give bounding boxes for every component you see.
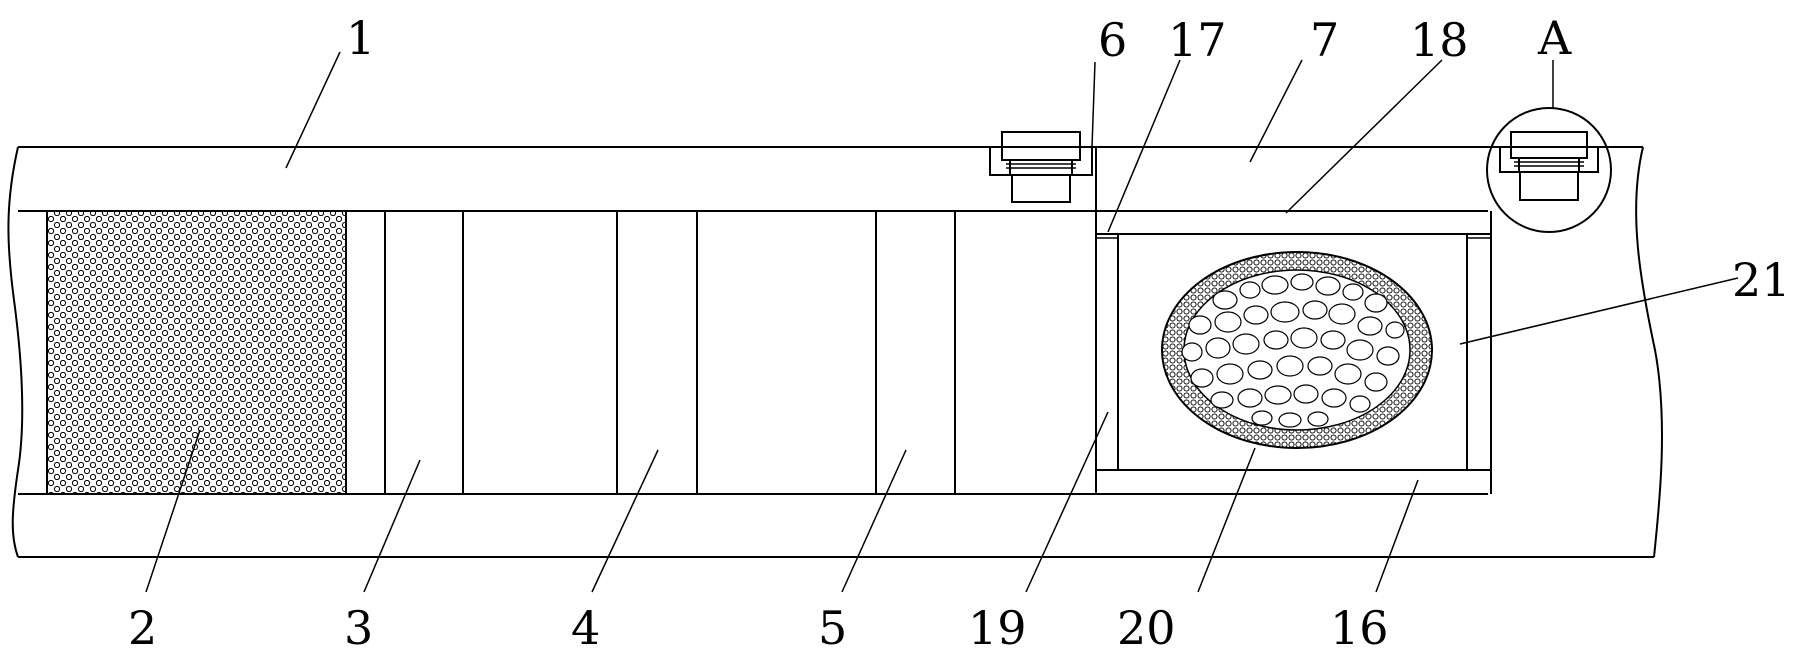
partition-plates bbox=[384, 211, 956, 494]
porous-block bbox=[46, 210, 347, 495]
label-4: 4 bbox=[571, 601, 600, 655]
label-7: 7 bbox=[1310, 13, 1339, 67]
label-a: A bbox=[1537, 11, 1572, 65]
label-17: 17 bbox=[1168, 13, 1227, 67]
label-5: 5 bbox=[818, 601, 847, 655]
left-clamp bbox=[989, 131, 1093, 203]
label-1: 1 bbox=[346, 11, 375, 65]
label-20: 20 bbox=[1117, 601, 1176, 655]
right-clamp bbox=[1499, 131, 1599, 201]
filter-frame bbox=[1096, 211, 1492, 494]
label-19: 19 bbox=[968, 601, 1027, 655]
label-2: 2 bbox=[128, 601, 157, 655]
leader-lines bbox=[145, 51, 1739, 593]
label-21: 21 bbox=[1732, 253, 1791, 307]
label-18: 18 bbox=[1410, 13, 1469, 67]
label-3: 3 bbox=[344, 601, 373, 655]
detail-circle-a bbox=[1486, 107, 1612, 233]
label-6: 6 bbox=[1098, 13, 1127, 67]
mesh-filter-ball bbox=[1161, 251, 1433, 449]
label-16: 16 bbox=[1330, 601, 1389, 655]
